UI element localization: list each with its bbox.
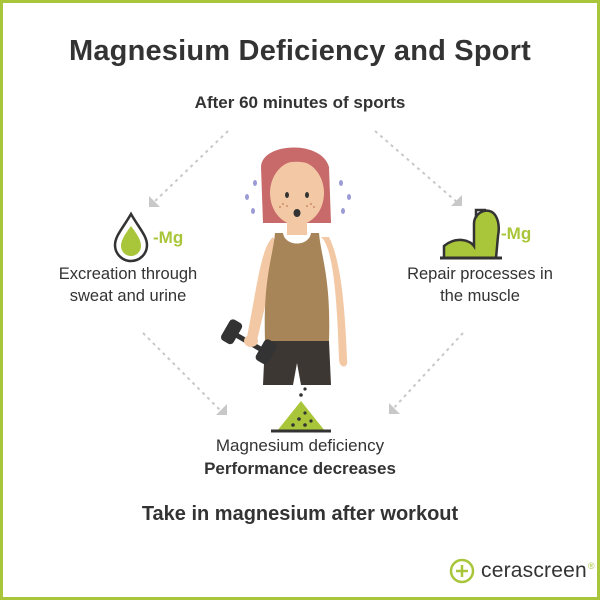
flexed-arm-icon bbox=[440, 208, 502, 260]
deficiency-label: Magnesium deficiency bbox=[215, 436, 385, 455]
subtitle: After 60 minutes of sports bbox=[194, 93, 406, 112]
brand-name: cerascreen® bbox=[481, 559, 595, 582]
left-caption-line2: sweat and urine bbox=[69, 287, 187, 305]
mouth bbox=[293, 209, 301, 217]
arrowhead-top-right bbox=[451, 195, 462, 206]
mg-label-left: -Mg bbox=[153, 228, 184, 247]
brand-reg-mark: ® bbox=[587, 561, 595, 571]
sweat-drops bbox=[245, 180, 351, 214]
arrowhead-bottom-right bbox=[389, 403, 400, 414]
mg-label-right: -Mg bbox=[501, 224, 532, 243]
performance-label: Performance decreases bbox=[204, 459, 396, 478]
arrow-line-bottom-left bbox=[142, 332, 224, 414]
right-arm bbox=[321, 237, 348, 367]
face bbox=[270, 161, 324, 225]
brand-logo: cerascreen® bbox=[449, 556, 595, 586]
shorts bbox=[263, 341, 331, 385]
right-caption-line2: the muscle bbox=[440, 287, 520, 305]
droplet-icon bbox=[113, 211, 149, 263]
left-caption: Excreation through sweat and urine bbox=[23, 263, 233, 307]
call-to-action: Take in magnesium after workout bbox=[141, 503, 459, 525]
plus-circle-icon bbox=[449, 558, 475, 584]
left-caption-line1: Excreation through bbox=[58, 265, 198, 283]
right-caption: Repair processes in the muscle bbox=[375, 263, 585, 307]
page-title: Magnesium Deficiency and Sport bbox=[68, 35, 532, 67]
arrowhead-top-left bbox=[149, 196, 160, 207]
arrow-line-top-right bbox=[374, 130, 459, 204]
tank-top bbox=[264, 233, 330, 341]
right-caption-line1: Repair processes in bbox=[407, 265, 553, 283]
right-eye bbox=[305, 192, 309, 198]
powder-pile-icon bbox=[271, 387, 331, 433]
athlete-illustration bbox=[220, 147, 351, 385]
arrowhead-bottom-left bbox=[216, 404, 227, 415]
left-eye bbox=[285, 192, 289, 198]
arrow-line-bottom-right bbox=[390, 332, 464, 412]
